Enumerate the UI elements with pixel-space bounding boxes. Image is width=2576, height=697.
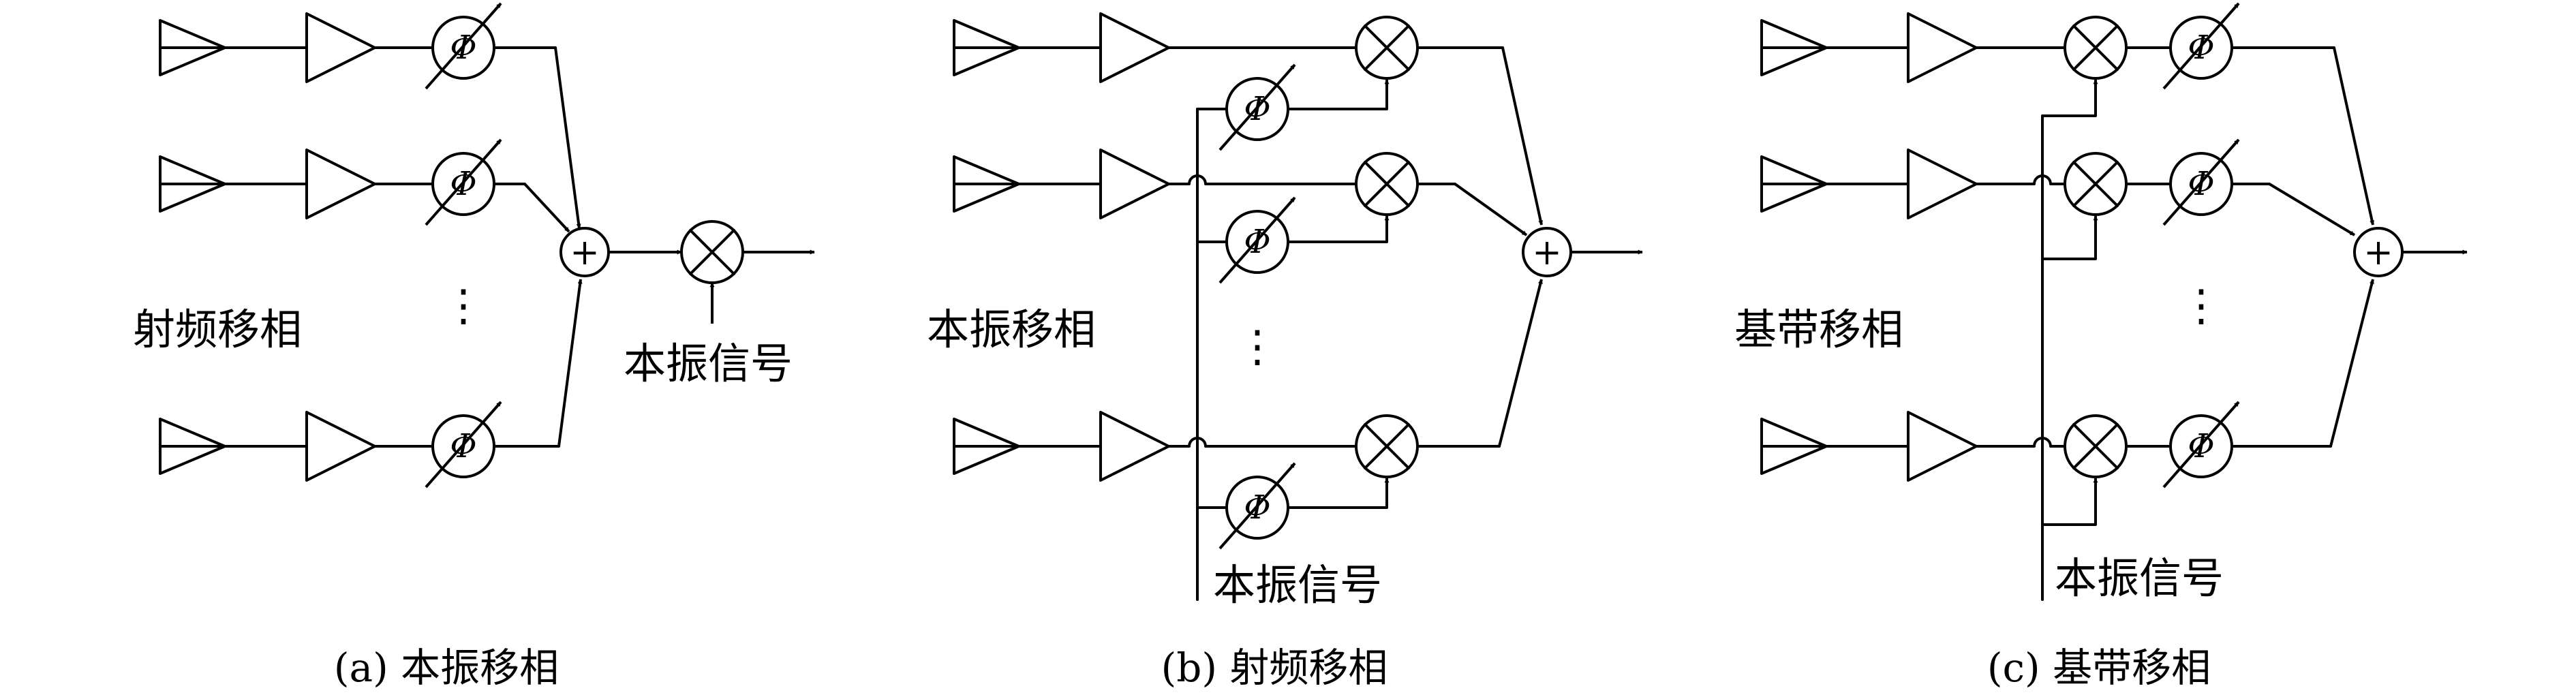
mixer-icon <box>1355 16 1419 80</box>
antenna-icon <box>953 418 1020 475</box>
panel-caption: (a) 本振移相 <box>334 645 559 691</box>
amplifier-icon <box>1099 12 1170 83</box>
amplifier-icon <box>1099 149 1170 219</box>
continuation-dots: ⋮ <box>2179 281 2223 331</box>
amplifier-icon <box>305 149 376 219</box>
panel-caption: (b) 射频移相 <box>1161 645 1388 691</box>
adder-icon: + <box>1522 227 1572 277</box>
phase-shifter-icon: Φ <box>2162 138 2240 226</box>
adder-symbol: + <box>2363 232 2393 273</box>
lo-signal-label: 本振信号 <box>624 339 793 388</box>
side-label: 射频移相 <box>133 305 302 354</box>
side-label: 基带移相 <box>1734 305 1903 354</box>
antenna-icon <box>953 155 1020 213</box>
lo-signal-label: 本振信号 <box>1213 560 1382 610</box>
amplifier-icon <box>1099 411 1170 482</box>
mixer-icon <box>1355 414 1419 478</box>
amplifier-icon <box>305 12 376 83</box>
adder-icon: + <box>559 227 610 277</box>
phase-shifter-icon: Φ <box>425 2 502 90</box>
adder-symbol: + <box>570 232 600 273</box>
mixer-icon <box>2064 152 2128 216</box>
antenna-icon <box>1760 418 1828 475</box>
panel-b: Φ Φ Φ <box>927 12 1643 691</box>
phase-shifter-icon: Φ <box>1218 462 1296 550</box>
panel-caption: (c) 基带移相 <box>1987 645 2211 691</box>
adder-symbol: + <box>1532 232 1562 273</box>
adder-icon: + <box>2353 227 2404 277</box>
continuation-dots: ⋮ <box>442 281 485 331</box>
panel-a: Φ Φ Φ + <box>133 2 815 691</box>
phase-shifter-icon: Φ <box>425 138 502 226</box>
phase-shifter-icon: Φ <box>1218 63 1296 151</box>
mixer-icon <box>2064 16 2128 80</box>
antenna-icon <box>953 19 1020 76</box>
antenna-icon <box>159 418 226 475</box>
antenna-icon <box>159 19 226 76</box>
panel-c: Φ Φ Φ + ⋮ 基带移相 本振信号 (c) 基带移相 <box>1734 2 2468 691</box>
lo-signal-label: 本振信号 <box>2055 553 2224 603</box>
phase-shifter-icon: Φ <box>1218 196 1296 284</box>
amplifier-icon <box>1907 149 1978 219</box>
continuation-dots: ⋮ <box>1236 322 1279 372</box>
phase-shifter-icon: Φ <box>2162 2 2240 90</box>
antenna-icon <box>1760 155 1828 213</box>
side-label: 本振移相 <box>927 305 1096 354</box>
phase-shifter-icon: Φ <box>425 401 502 489</box>
mixer-icon <box>680 220 744 284</box>
mixer-icon <box>2064 414 2128 478</box>
amplifier-icon <box>1907 411 1978 482</box>
antenna-icon <box>159 155 226 213</box>
antenna-icon <box>1760 19 1828 76</box>
phase-shifter-icon: Φ <box>2162 401 2240 489</box>
amplifier-icon <box>1907 12 1978 83</box>
mixer-icon <box>1355 152 1419 216</box>
amplifier-icon <box>305 411 376 482</box>
